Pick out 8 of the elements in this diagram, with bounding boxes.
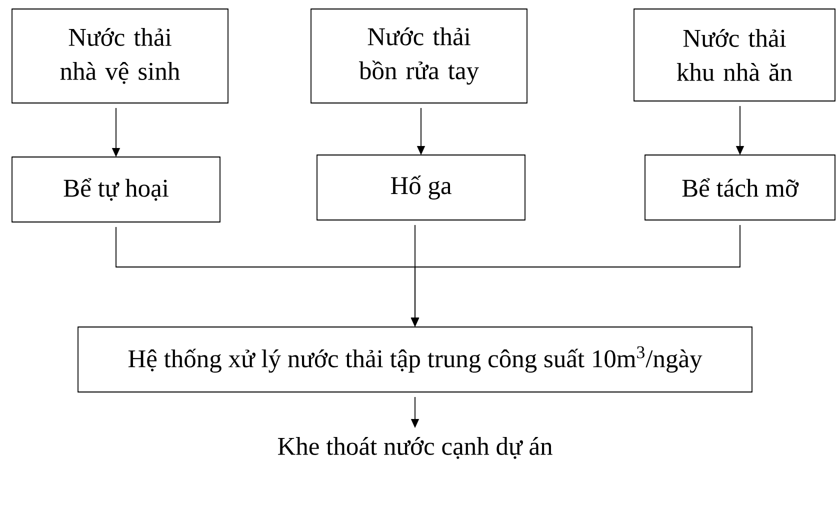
process-box: Bể tự hoại: [12, 156, 220, 222]
source-box: Nước thải khu nhà ăn: [634, 8, 836, 102]
outlet-label: Khe thoát nước cạnh dự án: [278, 437, 552, 459]
process-box: Hệ thống xử lý nước thải tập trung công suất 10m$^{3}$/ngày: [78, 326, 752, 392]
process-box: Bể tách mỡ: [644, 154, 836, 220]
process-box: Hố ga: [316, 154, 526, 220]
source-box: Nước thải bồn rửa tay: [310, 8, 528, 104]
source-box: Nước thải nhà vệ sinh: [12, 8, 228, 104]
